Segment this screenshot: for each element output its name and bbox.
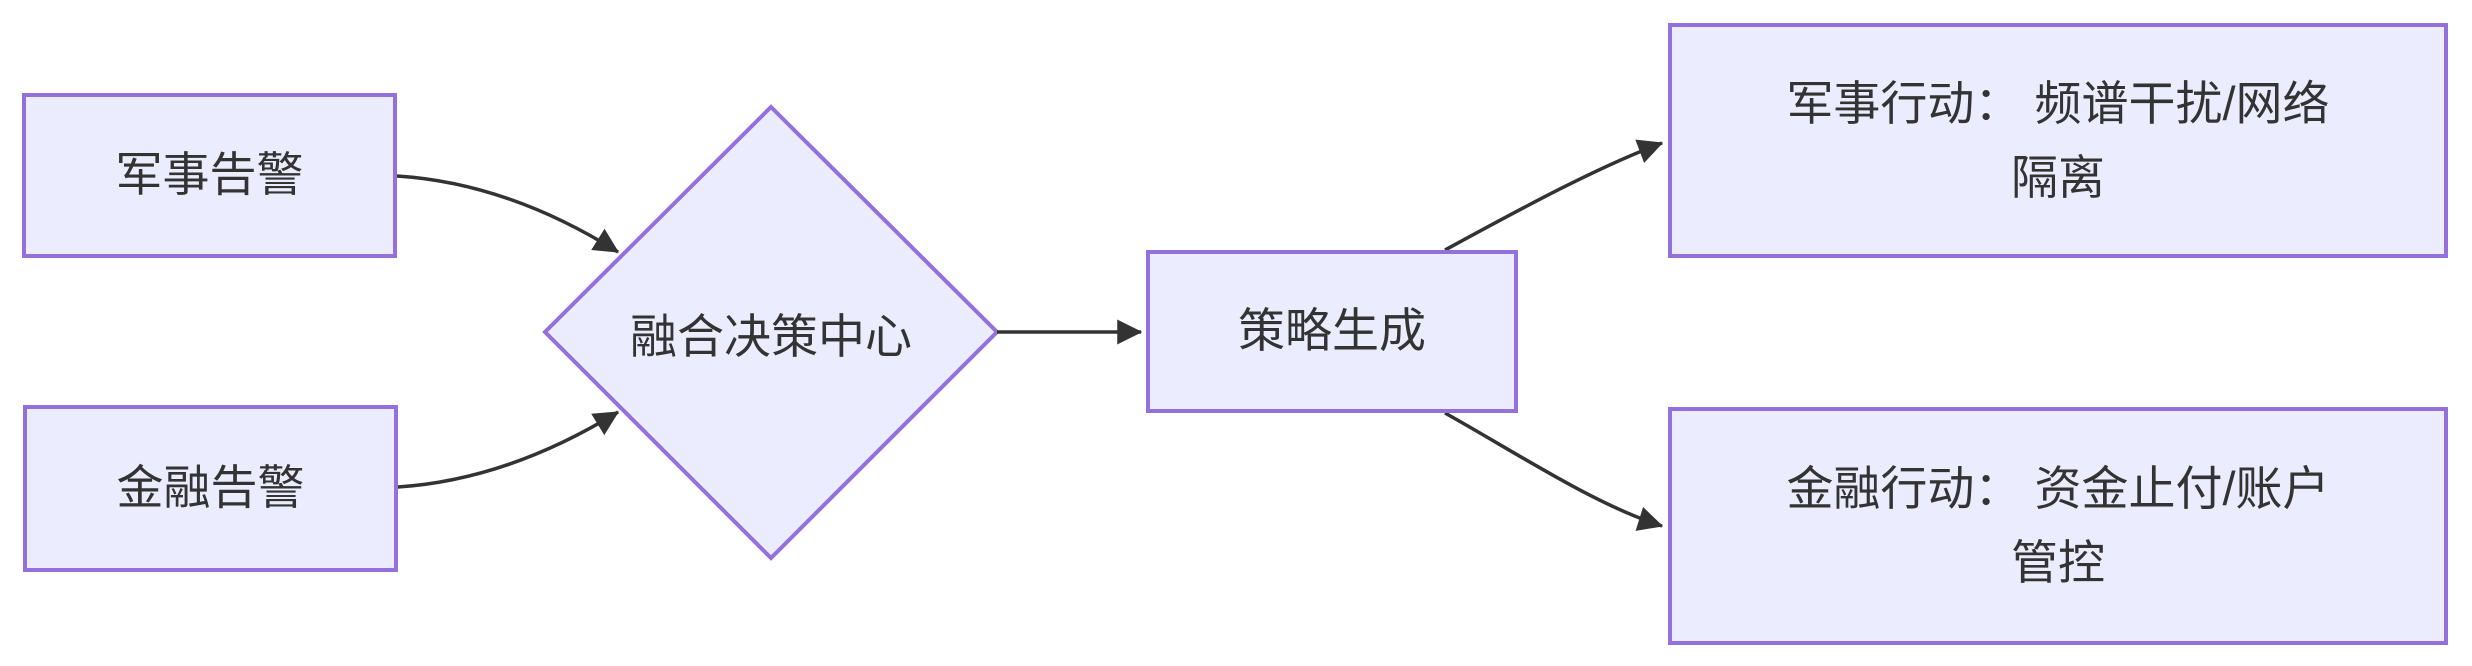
node-financial-alert-label: 金融告警	[116, 461, 305, 515]
node-financial-action: 金融行动： 资金止付/账户 管控	[1668, 407, 2448, 645]
node-fusion-decision-center-label: 融合决策中心	[630, 309, 912, 363]
node-financial-action-line1: 金融行动： 资金止付/账户	[1786, 462, 2330, 515]
node-military-alert: 军事告警	[22, 93, 397, 258]
node-military-action-line1: 军事行动： 频谱干扰/网络	[1786, 76, 2330, 130]
node-financial-alert: 金融告警	[23, 405, 398, 572]
node-strategy-generation: 策略生成	[1146, 250, 1518, 413]
edge-military-alert-to-fusion	[396, 174, 620, 254]
node-financial-action-line2: 管控	[2011, 536, 2105, 589]
edge-strategy-to-military-action	[1444, 139, 1664, 252]
node-fusion-decision-center-shape	[542, 104, 1000, 561]
edge-financial-alert-to-fusion	[397, 410, 620, 489]
node-military-alert-label: 军事告警	[115, 148, 304, 202]
edge-strategy-to-financial-action	[1444, 411, 1664, 531]
node-strategy-generation-label: 策略生成	[1238, 304, 1426, 358]
node-military-action-line2: 隔离	[2011, 150, 2105, 204]
node-fusion-decision-center: 融合决策中心	[571, 292, 971, 372]
node-military-action: 军事行动： 频谱干扰/网络 隔离	[1668, 23, 2448, 258]
